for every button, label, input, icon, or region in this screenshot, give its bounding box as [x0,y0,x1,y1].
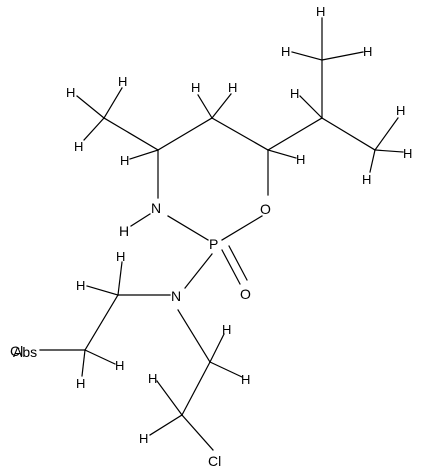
bond-c4-methyl [103,117,159,151]
bond-c4-c5 [157,117,213,151]
h-bond-me-top-2 [291,51,323,61]
h-bond-me-3 [83,117,105,141]
atom-p: P [209,236,218,252]
bond-p-oxo-2 [228,245,248,281]
atom-labels: N H O P O N Cl Abs Cl [10,200,271,469]
h-label: H [296,152,305,167]
bond-n-h [130,213,151,227]
atom-cl-left: Cl [10,343,23,359]
bond-cb1-cb2 [181,361,211,416]
h-label: H [228,80,237,95]
atom-o-ring: O [260,201,271,217]
h-bond-c6 [267,149,297,159]
hydrogen-labels: H H H H H H H H H H H H H H H H H H H H … [66,4,412,446]
h-bond-cb2-a [156,380,183,416]
h-bond-cb1-a [209,361,243,378]
h-label: H [281,44,290,59]
h-bond-c5-a [197,94,213,119]
h-bond-me-1 [103,87,123,119]
h-bond-me-right-2 [374,149,404,153]
bond-p-n3 [167,215,209,241]
h-bond-ch [299,95,323,119]
h-label: H [118,74,127,89]
bond-ca1-ca2 [84,294,119,351]
abs-marker: Abs [13,344,37,360]
h-label: H [74,139,83,154]
atom-n-amine: N [171,288,181,304]
bond-cb2-cl [181,414,214,451]
h-bond-ca2-a [84,349,116,365]
h-label: H [148,371,157,386]
h-label: H [290,86,299,101]
h-bond-cb1-b [209,333,225,363]
h-bond-me-right-1 [374,117,399,151]
h-label: H [76,278,85,293]
h-bond-ca2-b [81,349,86,377]
h-label: H [139,431,148,446]
h-bond-me-right-3 [369,149,376,173]
bond-namine-cb1 [177,309,211,363]
bond-p-oxo-1 [221,249,241,285]
h-bond-me-top-3 [321,51,364,61]
bond-ch-me-right [321,117,376,151]
h-label: H [241,372,250,387]
h-label: H [316,4,325,19]
h-label: H [115,358,124,373]
h-bond-cb2-b [149,414,183,436]
bond-p-namine [184,253,213,289]
atom-n-ring: N [151,200,161,216]
h-label: H [76,376,85,391]
skeleton-bonds [39,59,376,451]
atom-h-on-n: H [119,223,129,239]
atom-o-oxo: O [240,286,251,302]
h-bond-c4 [129,149,159,160]
atom-cl-bottom: Cl [208,453,221,469]
h-label: H [191,80,200,95]
h-label: H [116,249,125,264]
h-label: H [362,172,371,187]
h-bond-me-2 [76,95,105,119]
h-label: H [66,85,75,100]
h-bond-c5-b [211,93,232,119]
h-label: H [396,103,405,118]
h-bond-ca1-a [117,261,123,296]
bond-c5-c6 [211,117,269,151]
h-label: H [403,146,412,161]
hydrogen-bonds [76,17,404,436]
h-label: H [120,153,129,168]
h-bond-ca1-b [86,285,119,296]
bond-c6-ch [267,117,323,151]
h-label: H [363,44,372,59]
h-label: H [222,322,231,337]
bond-o1-p [221,215,263,241]
